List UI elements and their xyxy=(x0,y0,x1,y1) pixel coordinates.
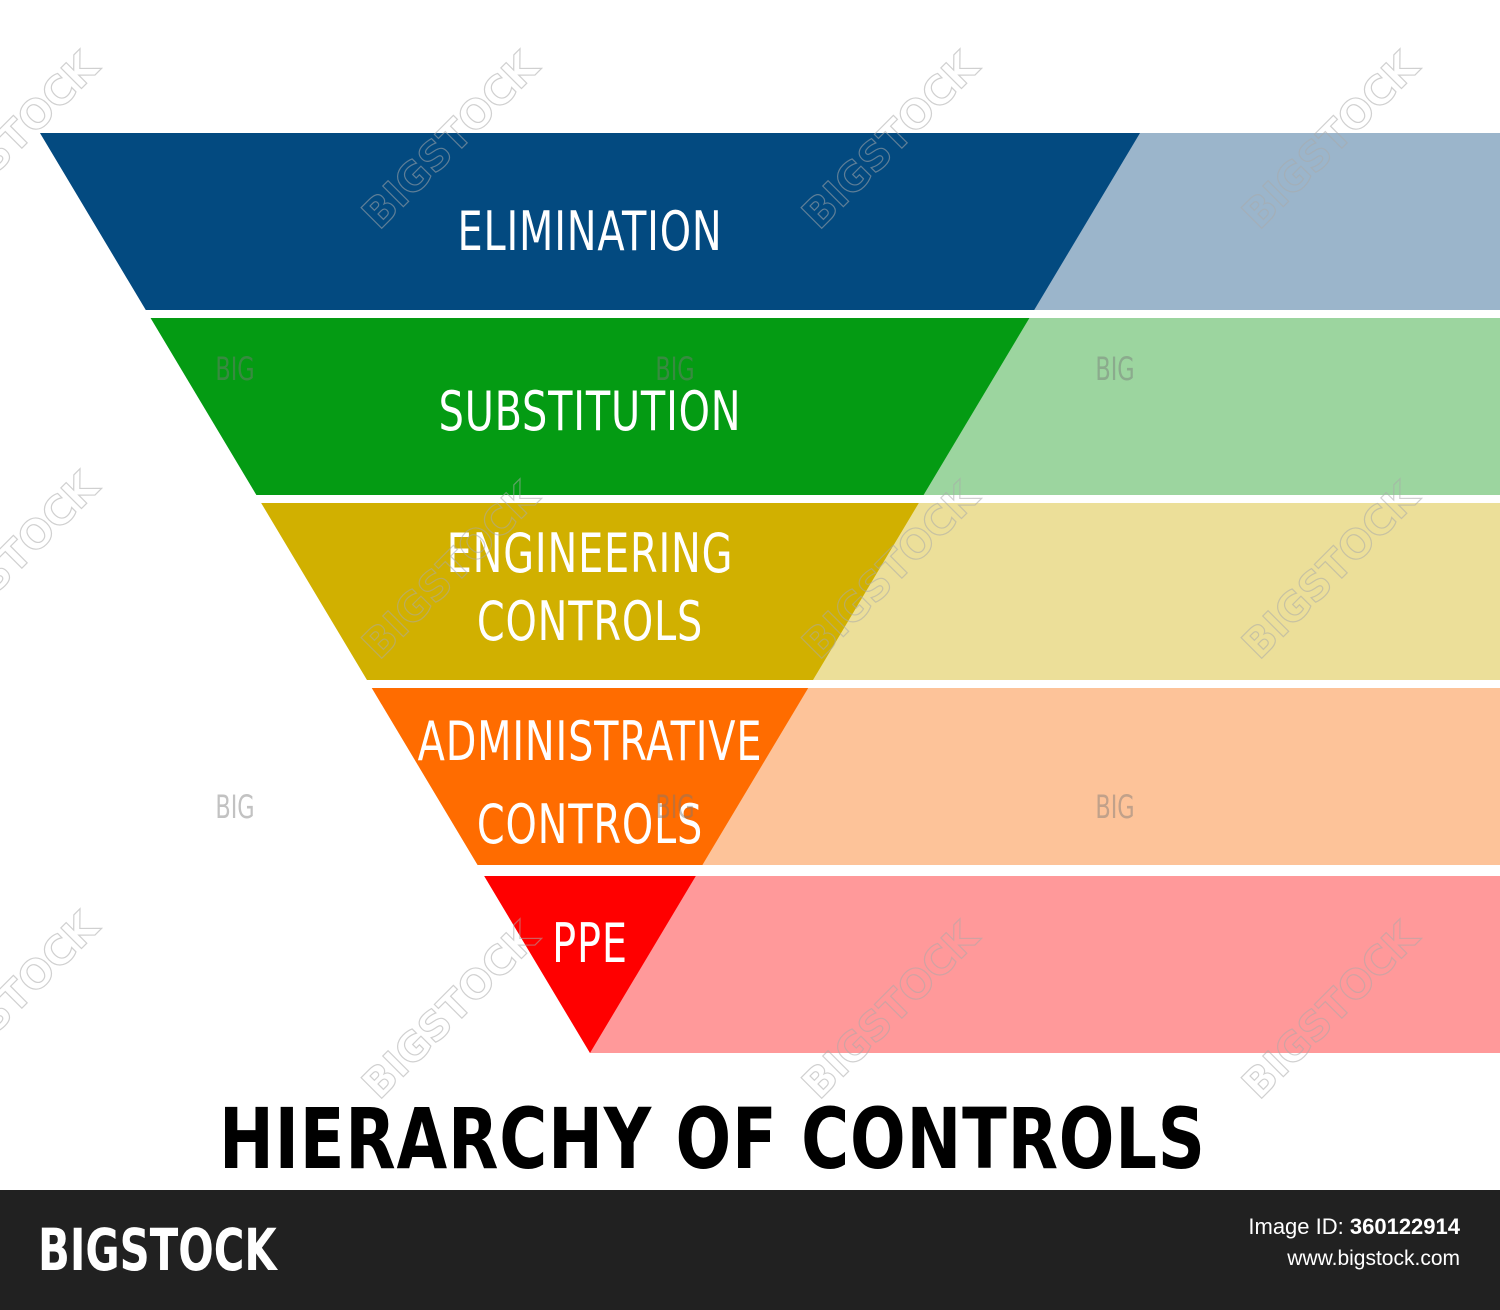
inverted-pyramid xyxy=(40,133,1140,1053)
layer-labels: ELIMINATIONSUBSTITUTIONENGINEERINGCONTRO… xyxy=(418,200,763,975)
layer-2-segment xyxy=(150,318,1030,495)
layer-5-segment xyxy=(484,876,696,1053)
footer-bar: BIGSTOCK Image ID: 360122914 www.bigstoc… xyxy=(0,1190,1500,1310)
layer-3-segment xyxy=(261,503,919,680)
layer-2-label-line-1: SUBSTITUTION xyxy=(439,380,742,443)
layer-4-label-line-1: ADMINISTRATIVE xyxy=(418,710,763,773)
layer-1-label-line-1: ELIMINATION xyxy=(458,200,723,263)
layer-mask-4 xyxy=(0,688,478,865)
watermark-big-5: BIG xyxy=(655,788,694,826)
layer-mask-5 xyxy=(0,876,590,1053)
layer-4-label-line-2: CONTROLS xyxy=(477,793,703,856)
layer-1-segment xyxy=(40,133,1140,310)
layer-mask-1 xyxy=(0,133,146,310)
watermark-big-1: BIG xyxy=(215,350,254,388)
watermark-big-2: BIG xyxy=(655,350,694,388)
layer-3-label-line-2: CONTROLS xyxy=(477,590,703,653)
footer-image-info: Image ID: 360122914 www.bigstock.com xyxy=(1248,1210,1460,1275)
image-id-label: Image ID: xyxy=(1248,1214,1344,1239)
hierarchy-diagram: ELIMINATIONSUBSTITUTIONENGINEERINGCONTRO… xyxy=(0,42,1500,1109)
watermark-big-4: BIG xyxy=(215,788,254,826)
diagram-title: HIERARCHY OF CONTROLS xyxy=(218,1090,1206,1188)
layer-mask-3 xyxy=(0,503,368,680)
layer-mask-2 xyxy=(0,318,257,495)
layer-5-label-line-1: PPE xyxy=(552,912,628,975)
layer-4-segment xyxy=(371,688,809,865)
image-id-value: 360122914 xyxy=(1349,1214,1460,1239)
footer-brand-logo: BIGSTOCK xyxy=(38,1216,277,1284)
watermark-big-3: BIG xyxy=(1095,350,1134,388)
footer-site: www.bigstock.com xyxy=(1287,1247,1460,1270)
layer-3-label-line-1: ENGINEERING xyxy=(447,522,734,585)
watermark-big-6: BIG xyxy=(1095,788,1134,826)
